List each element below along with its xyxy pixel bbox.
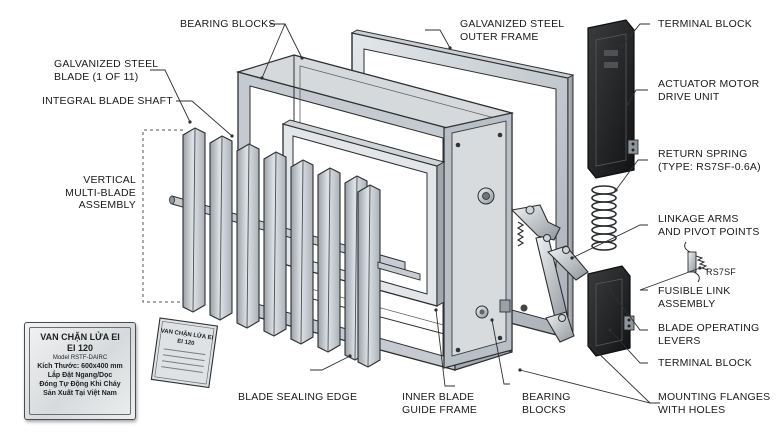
label-actuator-line1: ACTUATOR MOTOR xyxy=(658,78,760,90)
vertical-multi-blade-assembly xyxy=(182,127,381,368)
label-blade-line2: BLADE (1 OF 11) xyxy=(54,70,139,83)
blade xyxy=(290,159,314,345)
label-inner-frame-line2: GUIDE FRAME xyxy=(402,403,478,416)
blade xyxy=(263,151,287,337)
bearing-block-bolt xyxy=(499,299,511,313)
fusible-link-assembly xyxy=(684,241,709,283)
blade xyxy=(317,167,341,353)
blade xyxy=(236,143,260,329)
multi-blade-bracket xyxy=(142,129,183,303)
label-actuator-motor: ACTUATOR MOTOR DRIVE UNIT xyxy=(658,78,759,103)
label-terminal-block-bottom: TERMINAL BLOCK xyxy=(658,357,753,369)
nameplate-model: Model RSTF-DAIRC xyxy=(52,355,108,361)
nameplate-rating: EI 120 xyxy=(66,343,94,353)
label-bearing-blocks-bottom: BEARING BLOCKS xyxy=(522,391,571,416)
label-outer-frame-line1: GALVANIZED STEEL xyxy=(460,18,565,30)
label-bearing-blocks-top: BEARING BLOCKS xyxy=(180,18,276,30)
blade-shaft-end xyxy=(377,261,421,281)
nameplate-title: VAN CHẶN LỬA EI xyxy=(40,332,120,342)
label-terminal-block-top: TERMINAL BLOCK xyxy=(658,18,753,30)
label-fusible-tag: RS7SF xyxy=(706,267,737,277)
label-inner-blade-guide-frame: INNER BLADE GUIDE FRAME xyxy=(402,391,477,416)
blade xyxy=(357,184,381,368)
label-blade-line1: GALVANIZED STEEL xyxy=(54,58,159,70)
label-outer-frame-line2: OUTER FRAME xyxy=(460,30,539,43)
leader-dots xyxy=(188,44,702,372)
label-bearing-bottom-line1: BEARING xyxy=(522,391,571,403)
label-linkage-arms: LINKAGE ARMS AND PIVOT POINTS xyxy=(658,213,760,238)
actuator-motor-drive-unit xyxy=(587,19,639,179)
label-fusible-link-line2: ASSEMBLY xyxy=(658,297,716,310)
label-galvanized-blade: GALVANIZED STEEL BLADE (1 OF 11) xyxy=(54,58,158,83)
blade xyxy=(182,127,206,313)
label-multi-blade-line2: MULTI-BLADE xyxy=(65,186,136,199)
label-mounting-flanges: MOUNTING FLANGES WITH HOLES xyxy=(658,391,770,416)
blade xyxy=(209,135,233,321)
label-inner-frame-line1: INNER BLADE xyxy=(402,391,475,403)
label-return-spring: RETURN SPRING (TYPE: RS7SF-0.6A) xyxy=(658,148,761,173)
label-operating-levers-line1: BLADE OPERATING xyxy=(658,322,760,334)
loose-plate-rating: EI 120 xyxy=(177,339,196,347)
label-linkage-line1: LINKAGE ARMS xyxy=(658,213,739,225)
label-return-spring-line2: (TYPE: RS7SF-0.6A) xyxy=(658,160,761,173)
label-blade-operating-levers: BLADE OPERATING LEVERS xyxy=(658,322,759,347)
nameplate: VAN CHẶN LỬA EI EI 120 Model RSTF-DAIRC … xyxy=(24,322,136,420)
label-multi-blade-line3: ASSEMBLY xyxy=(78,199,136,211)
nameplate-origin: Sản Xuất Tại Việt Nam xyxy=(43,390,117,397)
label-multi-blade-line1: VERTICAL xyxy=(83,174,136,186)
label-operating-levers-line2: LEVERS xyxy=(658,334,701,347)
nameplate-install: Lắp Đặt Ngang/Dọc xyxy=(47,372,113,379)
label-integral-blade-shaft: INTEGRAL BLADE SHAFT xyxy=(42,95,173,107)
leader-lines xyxy=(150,23,701,404)
label-outer-frame: GALVANIZED STEEL OUTER FRAME xyxy=(460,18,564,43)
nameplate-inner: VAN CHẶN LỬA EI EI 120 Model RSTF-DAIRC … xyxy=(29,327,131,415)
label-return-spring-line1: RETURN SPRING xyxy=(658,148,748,160)
label-actuator-line2: DRIVE UNIT xyxy=(658,90,720,103)
label-bearing-bottom-line2: BLOCKS xyxy=(522,403,566,416)
nameplate-size: Kích Thước: 600x400 mm xyxy=(37,363,123,370)
label-mounting-flanges-line2: WITH HOLES xyxy=(658,403,726,416)
loose-nameplate: VAN CHẶN LỬA EI EI 120 xyxy=(150,317,219,389)
linkage-arms xyxy=(510,204,589,343)
mounting-flange-frame xyxy=(443,112,513,369)
label-fusible-link: FUSIBLE LINK ASSEMBLY xyxy=(658,285,730,310)
label-blade-sealing-edge: BLADE SEALING EDGE xyxy=(238,391,358,403)
label-mounting-flanges-line1: MOUNTING FLANGES xyxy=(658,391,771,403)
label-multi-blade-assembly: VERTICAL MULTI-BLADE ASSEMBLY xyxy=(40,174,136,212)
label-fusible-link-line1: FUSIBLE LINK xyxy=(658,285,731,297)
nameplate-action: Đóng Tự Động Khi Cháy xyxy=(39,381,121,388)
terminal-block-bottom xyxy=(587,265,635,357)
return-spring xyxy=(591,185,617,251)
label-linkage-line2: AND PIVOT POINTS xyxy=(658,225,760,238)
